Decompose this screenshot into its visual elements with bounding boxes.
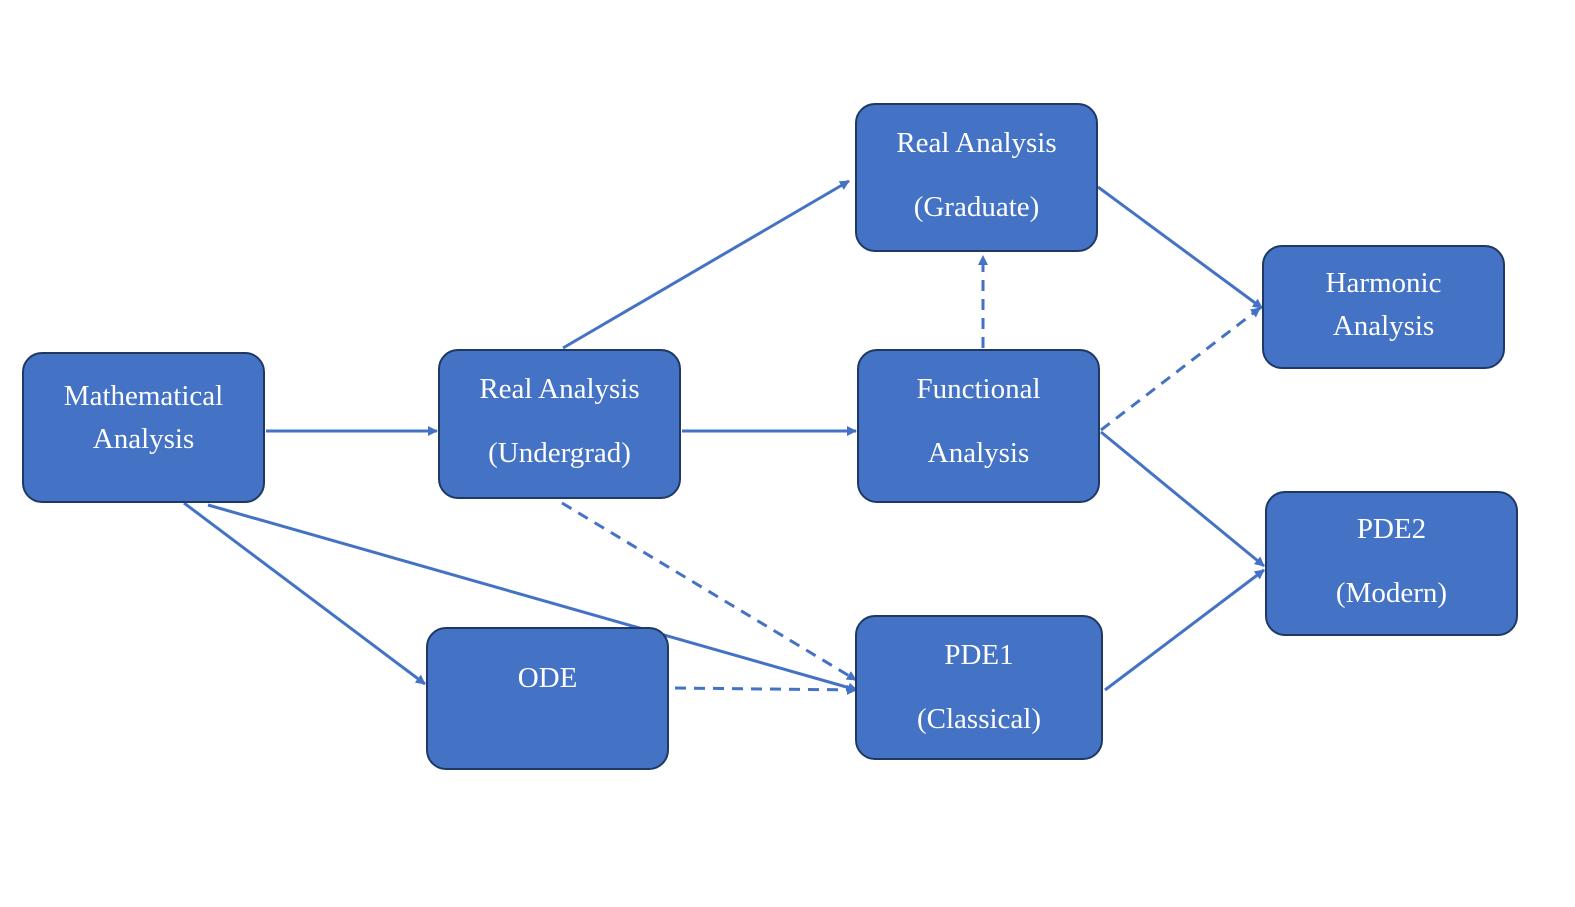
node-label-line: Harmonic: [1325, 267, 1442, 299]
node-label-line: Mathematical: [63, 380, 224, 412]
node-pde1-classical: PDE1 (Classical): [855, 615, 1103, 760]
node-harmonic-analysis: Harmonic Analysis: [1262, 245, 1505, 369]
node-real-analysis-undergrad: Real Analysis (Undergrad): [438, 349, 681, 499]
edge-functional-to-pde2: [1100, 430, 1265, 568]
node-pde2-modern: PDE2 (Modern): [1265, 491, 1518, 636]
edge-math-to-ode: [183, 501, 426, 686]
node-real-analysis-graduate: Real Analysis (Graduate): [855, 103, 1098, 252]
edge-functional-to-harmonic: [1100, 306, 1261, 432]
node-label-line: PDE2: [1356, 513, 1427, 545]
node-label-line: Real Analysis: [896, 127, 1057, 159]
node-label-line: PDE1: [944, 639, 1014, 671]
edge-real-analysis-graduate-to-harmonic: [1097, 185, 1263, 310]
node-ode: ODE: [426, 627, 669, 770]
node-label-line: Analysis: [92, 423, 195, 455]
edge-ode-to-pde1: [674, 684, 857, 695]
edge-real-analysis-undergrad-to-pde1: [561, 501, 857, 682]
node-mathematical-analysis: Mathematical Analysis: [22, 352, 265, 503]
edge-math-to-pde1: [207, 503, 858, 693]
node-functional-analysis: Functional Analysis: [857, 349, 1100, 503]
edge-pde1-to-pde2: [1104, 568, 1265, 692]
node-label-line: Analysis: [1332, 310, 1435, 342]
node-label-line: ODE: [517, 662, 578, 694]
edge-real-analysis-undergrad-to-graduate: [562, 179, 850, 350]
node-label-line: (Modern): [1335, 577, 1448, 609]
node-label-line: Real Analysis: [479, 373, 640, 405]
node-label-line: (Undergrad): [488, 437, 631, 469]
node-label-line: Functional: [916, 373, 1041, 405]
node-label-line: Analysis: [927, 437, 1030, 469]
node-label-line: (Graduate): [913, 191, 1040, 223]
node-label-line: (Classical): [916, 703, 1041, 735]
